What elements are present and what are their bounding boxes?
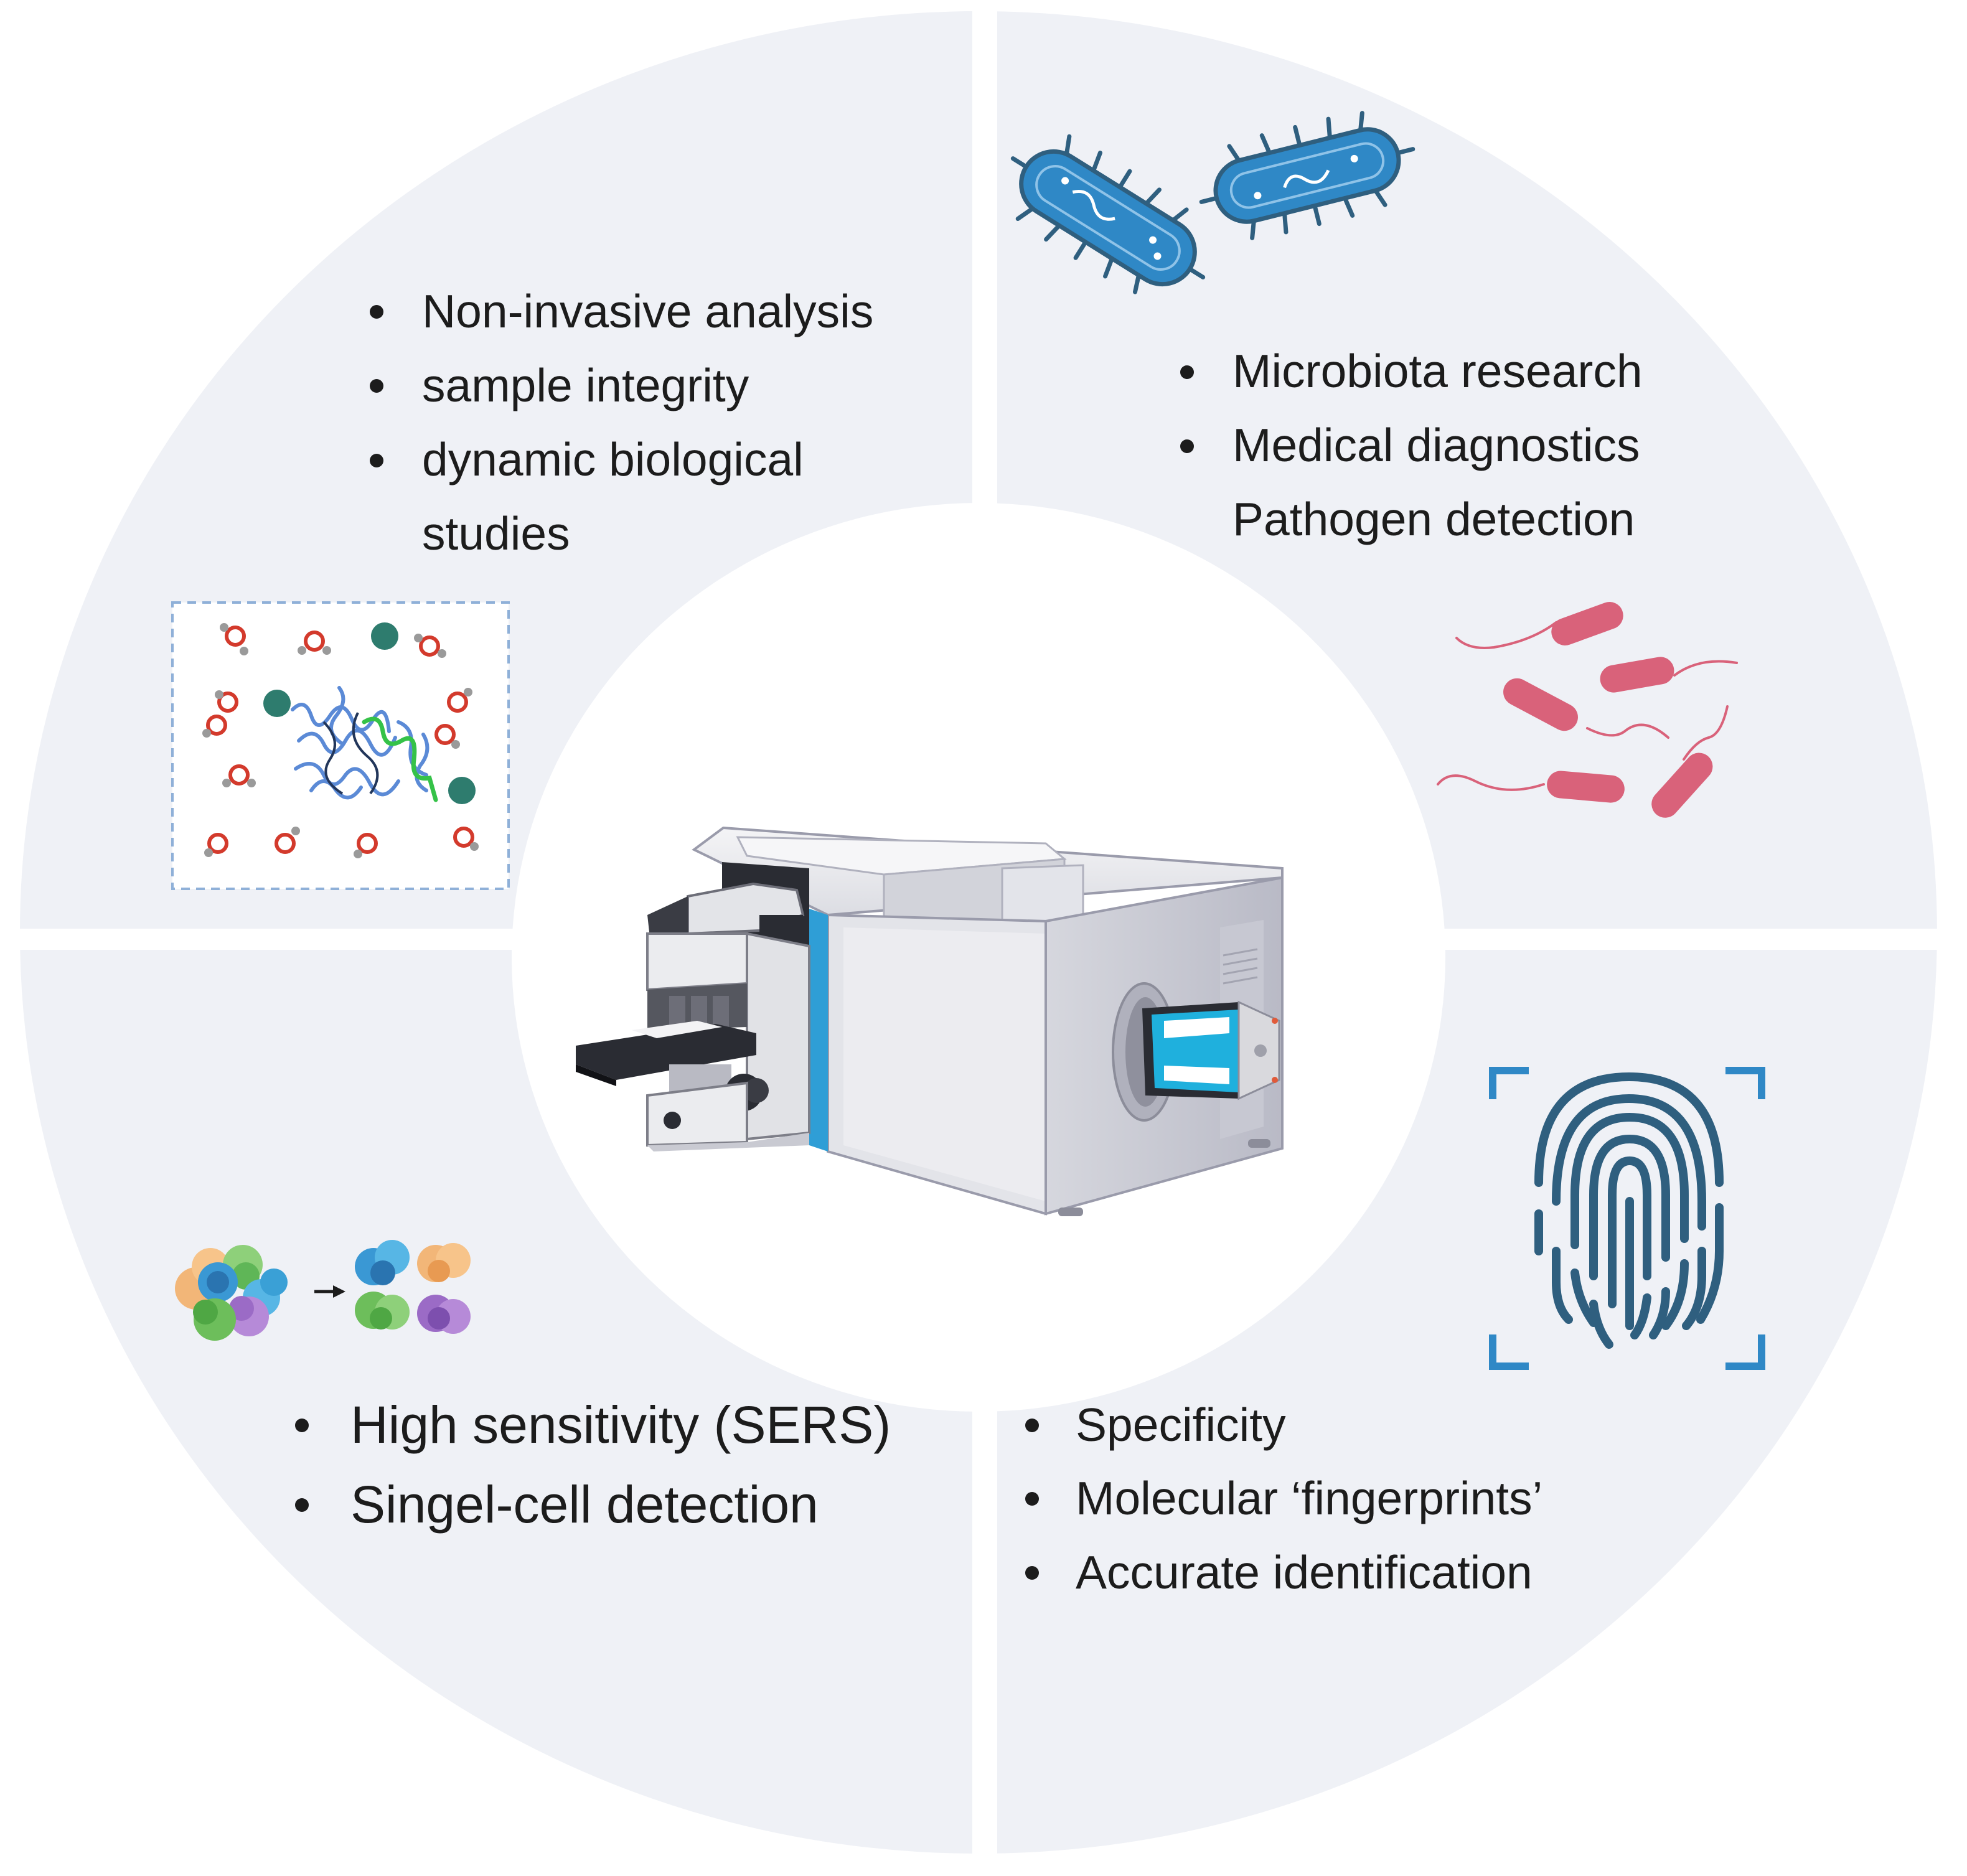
bullet-dot [1025,1492,1039,1506]
bottom-right-bullets: Specificity Molecular ‘fingerprints’ Acc… [1025,1399,1542,1598]
bullet-text: Molecular ‘fingerprints’ [1076,1472,1542,1524]
bullet-text: Non-invasive analysis [422,285,873,337]
bullet-dot [370,305,383,319]
bacteria-icon [1010,111,1415,294]
fingerprint-scan-icon [1489,1067,1765,1370]
rod-bacteria-icon [1437,602,1738,818]
bullet-continuation: Pathogen detection [1232,493,1635,545]
bullet-continuation: studies [422,507,570,560]
bullet-text: Accurate identification [1076,1546,1533,1598]
top-left-bullets: Non-invasive analysis sample integrity d… [370,285,873,560]
bullet-dot [1025,1419,1039,1432]
bullet-text: sample integrity [422,359,749,411]
bullet-dot [1025,1566,1039,1580]
bullet-text: dynamic biological [422,433,804,485]
bullet-dot [370,454,383,467]
bullet-text: Specificity [1076,1399,1286,1451]
raman-microscope-icon [576,826,1284,1216]
bullet-text: High sensitivity (SERS) [350,1395,891,1454]
bullet-text: Singel-cell detection [350,1475,819,1534]
bullet-dot [1180,365,1194,379]
bullet-dot [1180,439,1194,453]
top-right-bullets: Microbiota research Medical diagnostics … [1180,345,1643,545]
bullet-text: Microbiota research [1232,345,1643,397]
bullet-dot [295,1498,309,1512]
protein-water-icon [171,601,510,890]
bullet-dot [370,379,383,393]
bullet-text: Medical diagnostics [1232,419,1640,471]
cell-sorting-icon [175,1240,471,1341]
bullet-dot [295,1419,309,1432]
bottom-left-bullets: High sensitivity (SERS) Singel-cell dete… [295,1395,891,1534]
